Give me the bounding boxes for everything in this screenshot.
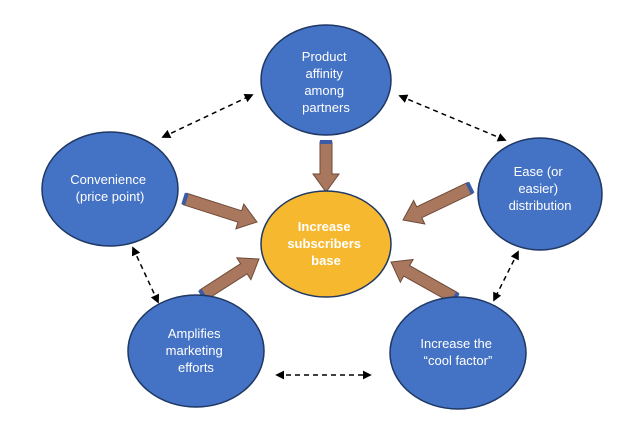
node-product-affinity: Product affinity among partners [260,24,392,136]
node-product-affinity-label: Product affinity among partners [302,49,351,115]
contributing-arrows [181,140,475,305]
arrow-cool-to-center [390,258,459,304]
node-center: Increase subscribers base [260,190,392,298]
arrow-convenience-to-center-cap [181,192,189,206]
node-convenience: Convenience (price point) [41,131,179,247]
node-amplifies-marketing: Amplifies marketing efforts [127,294,265,408]
arrow-ease-to-center [402,181,474,225]
node-cool-factor: Increase the “cool factor” [389,296,527,410]
center-label: Increase subscribers base [287,219,364,268]
connector-ease-cool [493,250,519,302]
node-convenience-label: Convenience (price point) [70,172,150,204]
arrow-amplifies-to-center [199,257,260,301]
arrow-product-to-center [312,141,340,193]
connector-product-ease [398,94,507,142]
node-cool-factor-label: Increase the “cool factor” [420,336,495,368]
dashed-connectors [131,94,519,380]
arrow-convenience-to-center [182,192,258,230]
connector-convenience-amplifies [131,246,160,304]
connector-convenience-product [161,94,254,138]
arrow-ease-to-center-cap [465,181,475,195]
node-amplifies-marketing-label: Amplifies marketing efforts [166,326,227,375]
node-ease-distribution-label: Ease (or easier) distribution [509,164,572,213]
node-ease-distribution: Ease (or easier) distribution [477,137,603,251]
